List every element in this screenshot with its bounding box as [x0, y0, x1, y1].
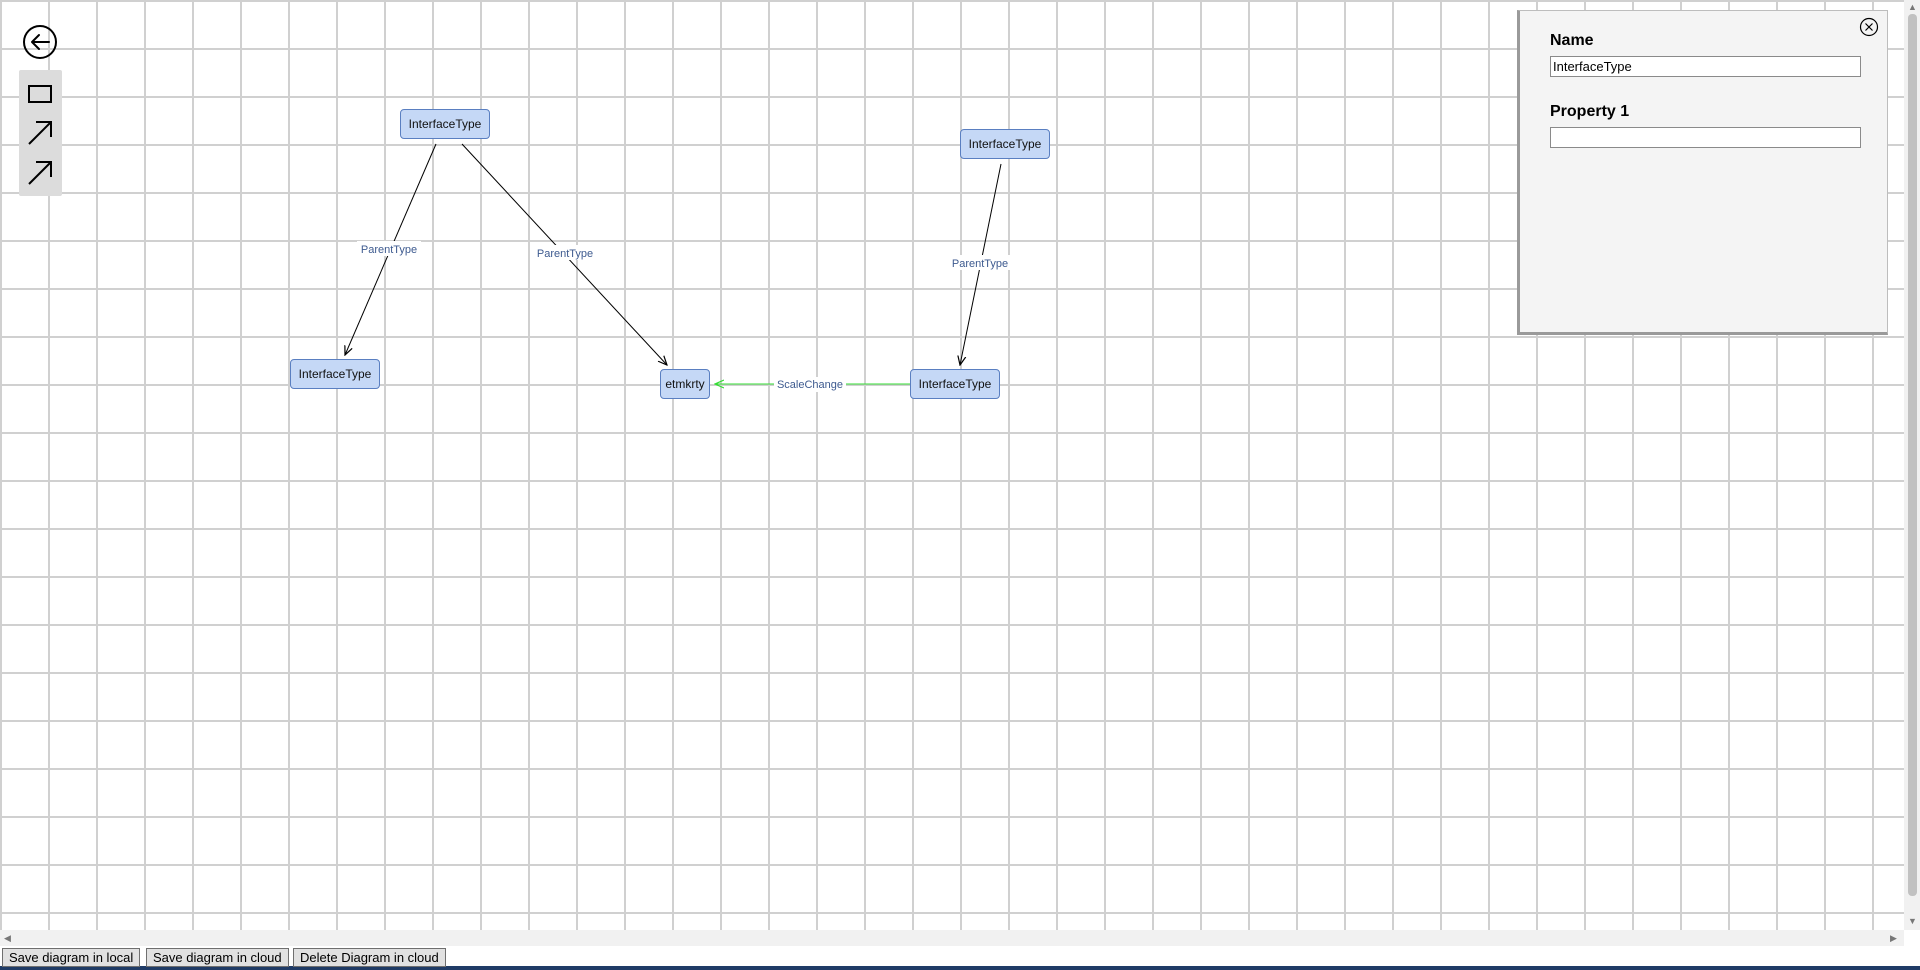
- name-label: Name: [1550, 32, 1594, 49]
- close-icon: [1859, 17, 1879, 37]
- diagram-edges: ParentType ParentType ParentType ScaleCh…: [0, 143, 1012, 392]
- horizontal-scrollbar[interactable]: ◀ ▶: [0, 930, 1904, 946]
- tool-palette: [19, 70, 62, 196]
- diagram-node[interactable]: etmkrty: [660, 369, 710, 399]
- vertical-scroll-thumb[interactable]: [1908, 14, 1917, 896]
- close-panel-button[interactable]: [1859, 17, 1879, 37]
- arrow-tool-button-2[interactable]: [24, 157, 56, 189]
- property1-field[interactable]: [1550, 127, 1861, 148]
- bottom-action-bar: Save diagram in local Save diagram in cl…: [0, 946, 1920, 970]
- rectangle-tool-icon: [28, 85, 52, 103]
- scroll-down-arrow-icon[interactable]: ▼: [1908, 916, 1917, 926]
- diagram-node[interactable]: InterfaceType: [910, 369, 1000, 399]
- property1-label: Property 1: [1550, 103, 1630, 120]
- delete-cloud-button[interactable]: Delete Diagram in cloud: [293, 948, 446, 967]
- scroll-left-arrow-icon[interactable]: ◀: [4, 933, 11, 943]
- back-arrow-circle-icon: [23, 25, 57, 59]
- arrow-tool-icon: [28, 121, 52, 145]
- edge-label: ParentType: [361, 244, 417, 256]
- edge-label: ParentType: [952, 258, 1008, 270]
- rectangle-tool-button[interactable]: [24, 78, 56, 110]
- diagram-node[interactable]: InterfaceType: [960, 129, 1050, 159]
- vertical-scrollbar[interactable]: ▲ ▼: [1904, 0, 1920, 930]
- name-field[interactable]: [1550, 56, 1861, 77]
- scroll-up-arrow-icon[interactable]: ▲: [1908, 2, 1917, 12]
- edge-parenttype-1[interactable]: ParentType: [345, 143, 437, 355]
- arrow-tool-button[interactable]: [24, 117, 56, 149]
- diagram-node[interactable]: InterfaceType: [400, 109, 490, 139]
- save-local-button[interactable]: Save diagram in local: [2, 948, 141, 967]
- arrow-tool-icon: [28, 161, 52, 185]
- edge-label: ScaleChange: [777, 379, 843, 391]
- diagram-node[interactable]: InterfaceType: [290, 359, 380, 389]
- back-button[interactable]: [20, 22, 60, 62]
- edge-label: ParentType: [537, 248, 593, 260]
- scroll-right-arrow-icon[interactable]: ▶: [1890, 933, 1897, 943]
- edge-parenttype-2[interactable]: ParentType: [461, 143, 667, 365]
- properties-panel: Name Property 1: [1517, 10, 1888, 335]
- save-cloud-button[interactable]: Save diagram in cloud: [146, 948, 289, 967]
- edge-scalechange[interactable]: ScaleChange: [715, 377, 910, 392]
- edge-parenttype-3[interactable]: ParentType: [948, 163, 1012, 365]
